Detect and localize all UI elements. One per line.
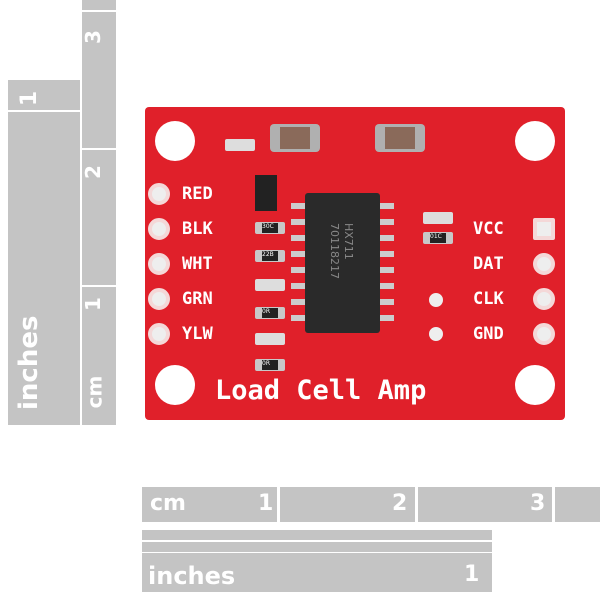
mounting-hole [155,365,195,405]
pin-dat [533,253,555,275]
pin-label: DAT [473,254,504,274]
capacitor [375,124,425,152]
pin-label: CLK [473,289,504,309]
chip-label: 70118217 [328,223,341,279]
resistor: 01C [423,232,453,244]
ruler-unit-label: cm [82,375,107,409]
ruler-cm-horizontal: cm 1 2 3 [142,487,600,522]
pin-wht [148,253,170,275]
pin-red [148,183,170,205]
ruler-unit-label: inches [148,562,236,590]
chip-leg [380,315,394,321]
chip-leg [380,299,394,305]
resistor [225,139,255,151]
pin-ylw [148,323,170,345]
chip-leg [291,267,305,273]
pin-label: RED [182,184,213,204]
chip-leg [380,203,394,209]
chip-leg [380,235,394,241]
chip-leg [291,219,305,225]
test-pad [425,289,447,311]
ruler-mark: 1 [258,491,274,516]
pin-label: GRN [182,289,213,309]
pin-clk [533,288,555,310]
ruler-mark: 2 [80,165,105,179]
capacitor-small [423,212,453,224]
pin-label: GND [473,324,504,344]
ruler-unit-label: cm [150,491,186,516]
transistor [255,175,277,211]
test-pad [425,323,447,345]
pin-label: VCC [473,219,504,239]
chip-leg [291,203,305,209]
ruler-mark: 1 [464,562,480,587]
ruler-mark: 3 [80,30,105,44]
ruler-mark: 3 [530,491,546,516]
mounting-hole [155,121,195,161]
chip-leg [380,219,394,225]
chip-leg [291,315,305,321]
chip-leg [380,267,394,273]
resistor: 30C [255,222,285,234]
resistor: 0R [255,359,285,371]
ruler-inches-vertical: inches 1 [8,80,80,425]
ruler-mark: 1 [80,297,105,311]
mounting-hole [515,121,555,161]
hx711-chip: HX711 70118217 [291,193,394,333]
pin-vcc [533,218,555,240]
board-title: Load Cell Amp [215,375,427,406]
chip-leg [380,283,394,289]
chip-leg [291,299,305,305]
load-cell-amp-board: RED BLK WHT GRN YLW 30C 22B 0R 0R 01C HX… [145,107,565,420]
chip-leg [380,251,394,257]
pin-label: BLK [182,219,213,239]
pin-grn [148,288,170,310]
pin-gnd [533,323,555,345]
ruler-cm-vertical: 3 2 1 cm [80,0,116,425]
ruler-mark: 1 [17,90,43,107]
chip-label: HX711 [342,223,355,260]
pin-label: WHT [182,254,213,274]
capacitor-small [255,279,285,291]
chip-leg [291,235,305,241]
ruler-unit-label: inches [14,315,44,410]
chip-leg [291,251,305,257]
resistor: 0R [255,307,285,319]
pin-blk [148,218,170,240]
resistor: 22B [255,250,285,262]
chip-leg [291,283,305,289]
pin-label: YLW [182,324,213,344]
capacitor [270,124,320,152]
ruler-mark: 2 [392,491,408,516]
capacitor-small [255,333,285,345]
ruler-inches-horizontal: inches 1 [142,530,492,592]
mounting-hole [515,365,555,405]
